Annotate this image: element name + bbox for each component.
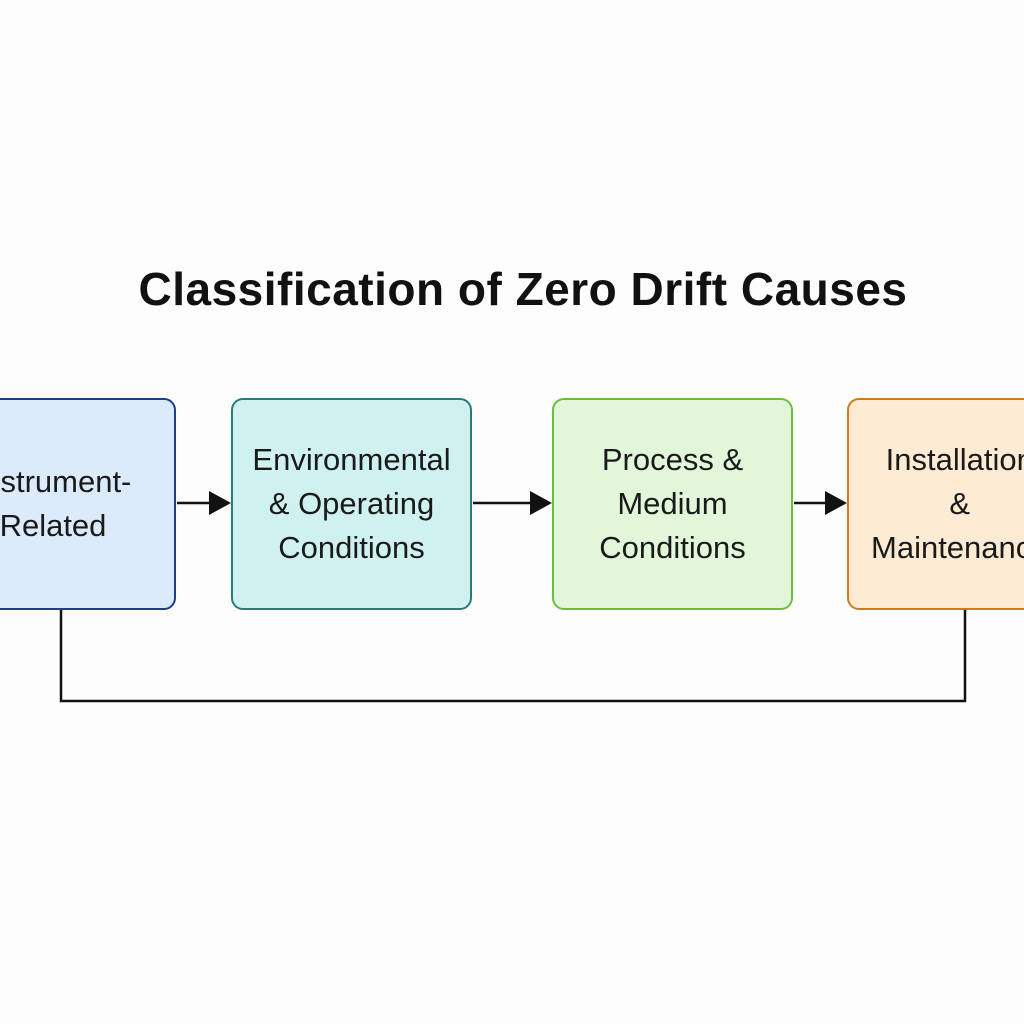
arrowhead-3-to-4 bbox=[825, 491, 847, 515]
box-installation-maintenance: Installation & Maintenance bbox=[847, 398, 1024, 610]
arrowhead-1-to-2 bbox=[209, 491, 231, 515]
box-instrument-related: Instrument- Related bbox=[0, 398, 176, 610]
diagram-title: Classification of Zero Drift Causes bbox=[138, 263, 908, 315]
feedback-loop-line bbox=[59, 610, 967, 703]
box-installation-maintenance-label: Installation & Maintenance bbox=[871, 442, 1024, 565]
box-environmental-operating-conditions: Environmental & Operating Conditions bbox=[231, 398, 472, 610]
box-instrument-related-label: Instrument- Related bbox=[0, 464, 132, 543]
box-process-medium-label: Process & Medium Conditions bbox=[599, 442, 746, 565]
box-process-medium-conditions: Process & Medium Conditions bbox=[552, 398, 793, 610]
box-environmental-label: Environmental & Operating Conditions bbox=[252, 442, 451, 565]
arrowhead-2-to-3 bbox=[530, 491, 552, 515]
